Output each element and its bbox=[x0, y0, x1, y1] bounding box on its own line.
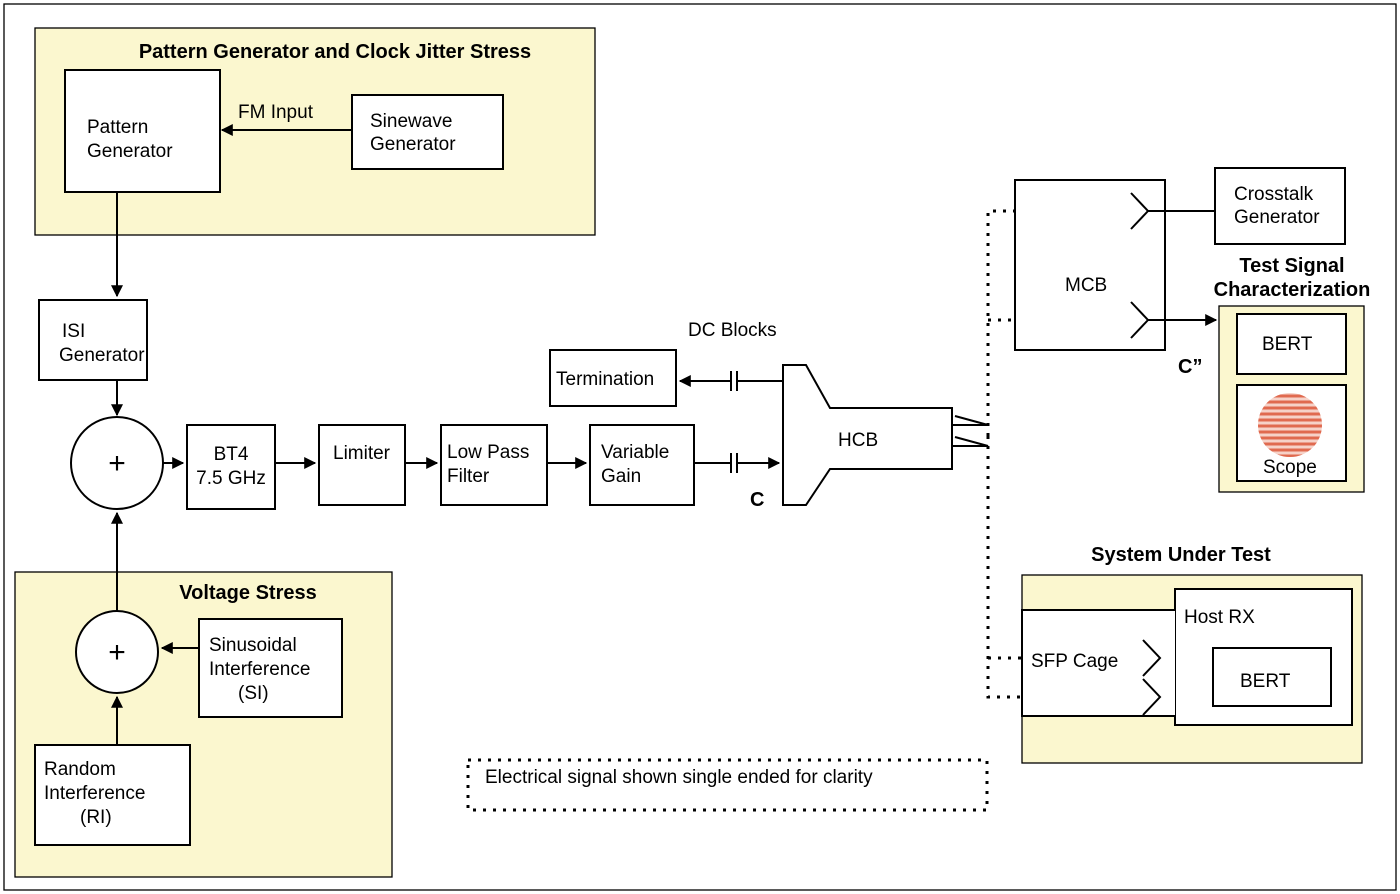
note-text: Electrical signal shown single ended for… bbox=[485, 767, 873, 788]
variable-gain-label-2: Gain bbox=[601, 466, 641, 487]
low-pass-filter-label-1: Low Pass bbox=[447, 442, 529, 463]
pattern-clock-jitter-title: Pattern Generator and Clock Jitter Stres… bbox=[139, 41, 531, 63]
sinusoidal-interference-label-3: (SI) bbox=[238, 683, 269, 704]
bert-sut-block bbox=[1212, 647, 1332, 707]
voltage-summer-plus: + bbox=[108, 636, 126, 669]
sinewave-generator-block bbox=[351, 94, 504, 170]
test-signal-title-1: Test Signal bbox=[1239, 255, 1344, 277]
pattern-generator-label-2: Generator bbox=[87, 141, 173, 162]
crosstalk-generator-label-2: Generator bbox=[1234, 207, 1320, 228]
limiter-block bbox=[318, 424, 406, 506]
outer-frame bbox=[3, 3, 1397, 891]
sfp-connector-upper bbox=[1142, 639, 1162, 677]
isi-generator-block bbox=[38, 299, 148, 381]
sinewave-generator-label-2: Generator bbox=[370, 134, 456, 155]
fm-input-label: FM Input bbox=[238, 102, 314, 123]
voltage-stress-title: Voltage Stress bbox=[179, 582, 316, 604]
host-rx-label: Host RX bbox=[1184, 607, 1255, 628]
sinusoidal-interference-label-1: Sinusoidal bbox=[209, 635, 297, 656]
bt4-block bbox=[186, 424, 276, 510]
random-interference-label-3: (RI) bbox=[80, 807, 112, 828]
isi-generator-label-2: Generator bbox=[59, 345, 145, 366]
variable-gain-label-1: Variable bbox=[601, 442, 669, 463]
bt4-label-2: 7.5 GHz bbox=[196, 468, 266, 489]
termination-label: Termination bbox=[556, 369, 654, 390]
bert-sut-label: BERT bbox=[1240, 671, 1291, 692]
hcb-output-upper bbox=[952, 415, 989, 426]
hcb-fixture bbox=[782, 364, 953, 506]
low-pass-filter-label-2: Filter bbox=[447, 466, 490, 487]
mcb-block bbox=[1014, 179, 1166, 351]
bert-test-label: BERT bbox=[1262, 334, 1313, 355]
sinusoidal-interference-label-2: Interference bbox=[209, 659, 310, 680]
limiter-label: Limiter bbox=[333, 443, 391, 464]
point-c-label: C bbox=[750, 489, 764, 511]
hcb-output-lower bbox=[952, 436, 989, 447]
crosstalk-generator-label-1: Crosstalk bbox=[1234, 184, 1314, 205]
sinusoidal-interference-block bbox=[198, 618, 343, 718]
dc-blocks-label: DC Blocks bbox=[688, 320, 777, 341]
pattern-generator-block bbox=[64, 69, 221, 193]
sfp-cage bbox=[1021, 609, 1175, 717]
low-pass-filter-block bbox=[440, 424, 548, 506]
test-signal-title-2: Characterization bbox=[1214, 279, 1371, 301]
system-under-test-title: System Under Test bbox=[1091, 544, 1271, 566]
bt4-label-1: BT4 bbox=[214, 444, 249, 465]
variable-gain-block bbox=[589, 424, 695, 506]
hcb-label: HCB bbox=[838, 430, 878, 451]
bert-test-block bbox=[1236, 313, 1347, 375]
random-interference-label-1: Random bbox=[44, 759, 116, 780]
scope-label: Scope bbox=[1263, 457, 1317, 478]
sfp-connector-lower bbox=[1142, 678, 1162, 716]
point-c-double-prime-label: C” bbox=[1178, 356, 1202, 378]
main-summer-plus: + bbox=[108, 447, 126, 480]
sinewave-generator-label-1: Sinewave bbox=[370, 111, 452, 132]
random-interference-block bbox=[34, 744, 191, 846]
crosstalk-generator-block bbox=[1214, 167, 1346, 245]
pattern-generator-label-1: Pattern bbox=[87, 117, 148, 138]
mcb-label: MCB bbox=[1065, 275, 1107, 296]
termination-block bbox=[549, 349, 677, 407]
note-dotted-box bbox=[466, 758, 989, 812]
sfp-cage-label: SFP Cage bbox=[1031, 651, 1118, 672]
isi-generator-label-1: ISI bbox=[62, 321, 85, 342]
dotted-signal-route-lower bbox=[986, 436, 1160, 699]
random-interference-label-2: Interference bbox=[44, 783, 145, 804]
